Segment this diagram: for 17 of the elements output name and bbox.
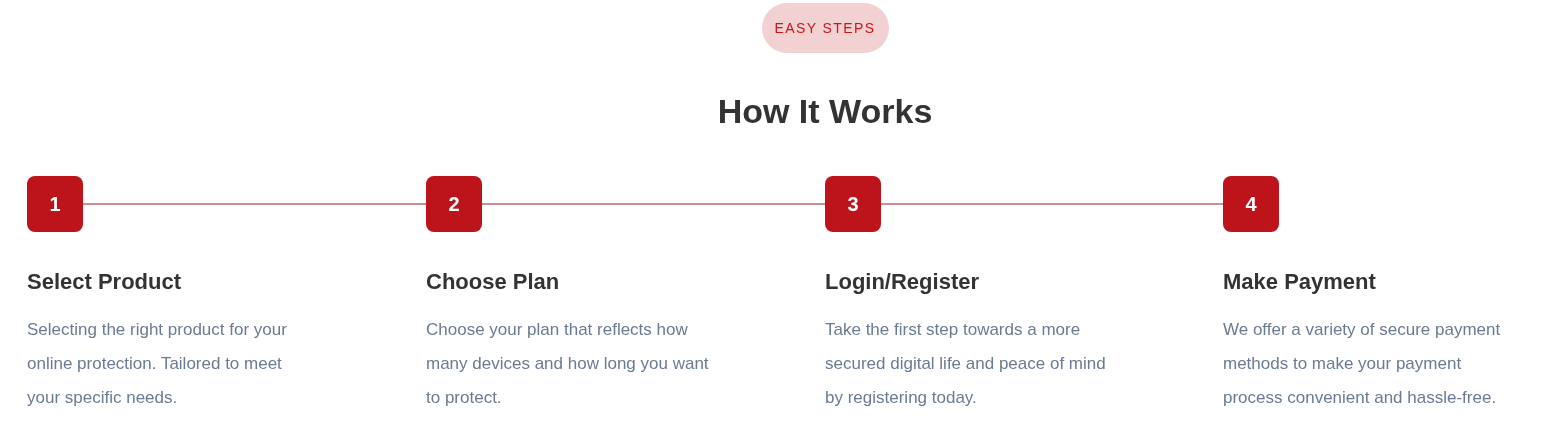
step-description: Selecting the right product for your online protection. Tailored to meet your specific needs. (27, 319, 288, 409)
step-number-tile: 4 (1223, 176, 1279, 232)
step-heading: Make Payment (1223, 268, 1376, 296)
section-title: How It Works (717, 92, 933, 131)
step-number-tile: 2 (426, 176, 482, 232)
step-description: Take the first step towards a more secured digital life and peace of mind by registering today. (825, 319, 1107, 409)
step-description: We offer a variety of secure payment methods to make your payment process convenient and hassle-free. (1223, 319, 1502, 409)
step-number-tile: 3 (825, 176, 881, 232)
connector-line (82, 203, 427, 205)
step-description: Choose your plan that reflects how many devices and how long you want to protect. (426, 319, 710, 409)
eyebrow-tag: EASY STEPS (761, 3, 889, 53)
step-number-tile: 1 (27, 176, 83, 232)
step-heading: Choose Plan (426, 268, 560, 296)
step-heading: Select Product (27, 268, 182, 296)
step-heading: Login/Register (825, 268, 979, 296)
connector-line (481, 203, 826, 205)
connector-line (880, 203, 1224, 205)
